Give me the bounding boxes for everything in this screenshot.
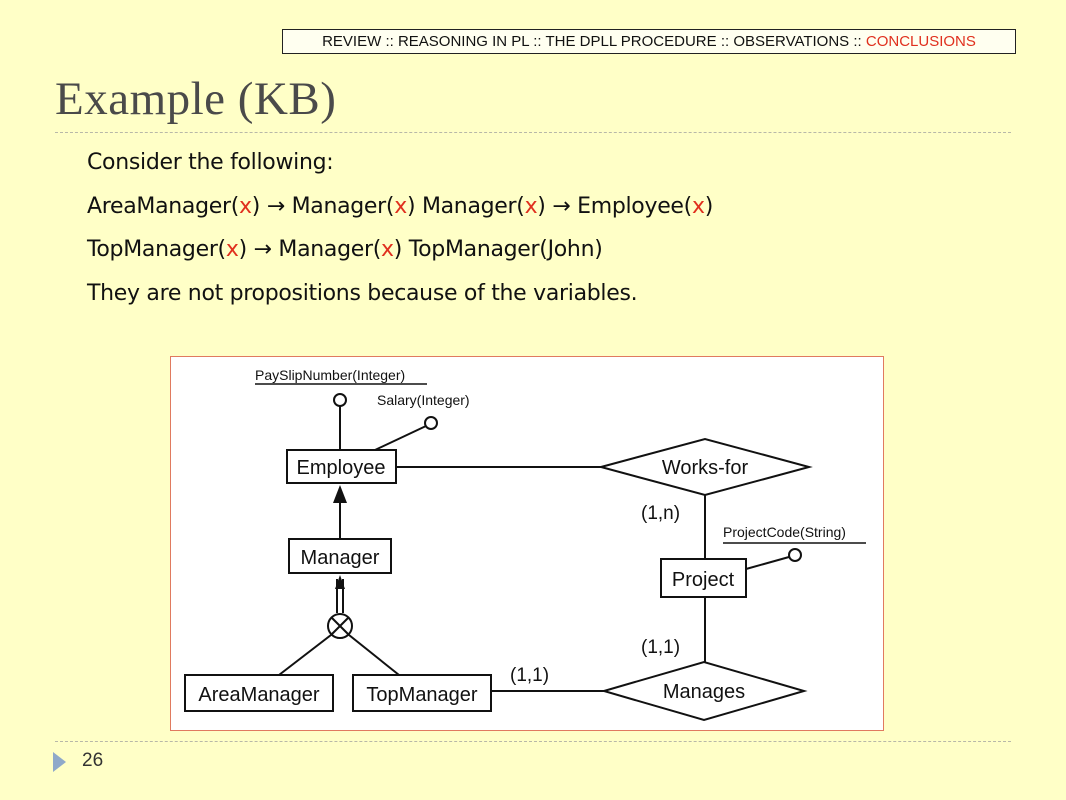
slide-title: Example (KB) bbox=[55, 73, 337, 125]
intro-line: Consider the following: bbox=[87, 150, 334, 175]
entity-areamanager-label: AreaManager bbox=[198, 684, 320, 706]
relationship-works-for-diamond bbox=[597, 437, 813, 497]
variable-x: x bbox=[239, 194, 252, 219]
relationship-manages-label: Manages bbox=[663, 681, 745, 703]
disjoint-circle bbox=[327, 613, 353, 639]
isa-line-areamanager bbox=[278, 634, 332, 676]
relationship-works-for-label: Works-for bbox=[662, 457, 749, 479]
isa-line-topmanager bbox=[348, 634, 400, 676]
breadcrumb-item-reasoning[interactable]: REASONING IN PL bbox=[397, 33, 530, 50]
variable-x: x bbox=[225, 237, 239, 262]
conclusion-line: They are not propositions because of the… bbox=[87, 281, 638, 306]
rule1-b: ) → Manager( bbox=[251, 194, 395, 219]
attribute-salary-label: Salary(Integer) bbox=[377, 392, 470, 408]
rule1-f: ) bbox=[704, 194, 714, 219]
isa-arrowhead-manager bbox=[335, 575, 345, 589]
entity-employee-label: Employee bbox=[297, 457, 386, 479]
variable-x: x bbox=[691, 194, 705, 219]
page-number: 26 bbox=[82, 750, 104, 771]
disjoint-cross-b bbox=[331, 617, 349, 635]
cardinality-works-for: (1,n) bbox=[641, 503, 680, 524]
entity-manager-label: Manager bbox=[301, 547, 380, 569]
variable-x: x bbox=[524, 194, 538, 219]
attribute-projectcode-label: ProjectCode(String) bbox=[723, 524, 846, 540]
er-diagram: Employee Manager AreaManager TopManager … bbox=[184, 367, 866, 722]
entity-topmanager-label: TopManager bbox=[366, 684, 478, 706]
rule1-a: AreaManager( bbox=[87, 194, 240, 219]
attribute-payslip-label: PaySlipNumber(Integer) bbox=[255, 367, 405, 383]
title-divider bbox=[55, 132, 1011, 133]
attr-line-salary bbox=[374, 425, 427, 451]
attr-circle-payslip bbox=[333, 393, 347, 407]
entity-project-label: Project bbox=[672, 569, 735, 591]
breadcrumb-item-review[interactable]: REVIEW bbox=[322, 33, 382, 50]
rule2-a: TopManager( bbox=[87, 237, 226, 262]
er-diagram-figure: Employee Manager AreaManager TopManager … bbox=[170, 356, 884, 731]
cardinality-topmanager-manages: (1,1) bbox=[510, 665, 549, 686]
rule-line-2: TopManager(x) → Manager(x) TopManager(Jo… bbox=[87, 237, 603, 262]
footer-divider bbox=[55, 741, 1011, 742]
attr-circle-projectcode bbox=[788, 548, 802, 562]
variable-x: x bbox=[394, 194, 407, 219]
rule2-d: TopManager(John) bbox=[408, 237, 603, 262]
attr-circle-salary bbox=[424, 416, 438, 430]
triangle-bullet-icon bbox=[53, 752, 66, 772]
breadcrumb-item-dpll[interactable]: THE DPLL PROCEDURE bbox=[545, 33, 717, 50]
rule1-e: ) → Employee( bbox=[537, 194, 692, 219]
rule2-c: ) bbox=[393, 237, 403, 262]
entity-project-box bbox=[660, 558, 747, 598]
breadcrumb-item-observations[interactable]: OBSERVATIONS bbox=[733, 33, 850, 50]
entity-topmanager-box bbox=[352, 674, 492, 712]
rule1-c: ) bbox=[406, 194, 416, 219]
variable-x: x bbox=[381, 237, 394, 262]
rule1-d: Manager( bbox=[421, 194, 525, 219]
attr-line-projectcode bbox=[745, 556, 790, 570]
rule-line-1: AreaManager(x) → Manager(x) Manager(x) →… bbox=[87, 194, 713, 219]
cardinality-project-manages: (1,1) bbox=[641, 637, 680, 658]
isa-arrowhead-employee bbox=[333, 485, 347, 503]
relationship-manages-diamond bbox=[600, 660, 808, 722]
breadcrumb: REVIEW :: REASONING IN PL :: THE DPLL PR… bbox=[282, 29, 1016, 54]
rule2-b: ) → Manager( bbox=[238, 237, 382, 262]
breadcrumb-item-conclusions[interactable]: CONCLUSIONS bbox=[865, 33, 976, 50]
entity-areamanager-box bbox=[184, 674, 334, 712]
